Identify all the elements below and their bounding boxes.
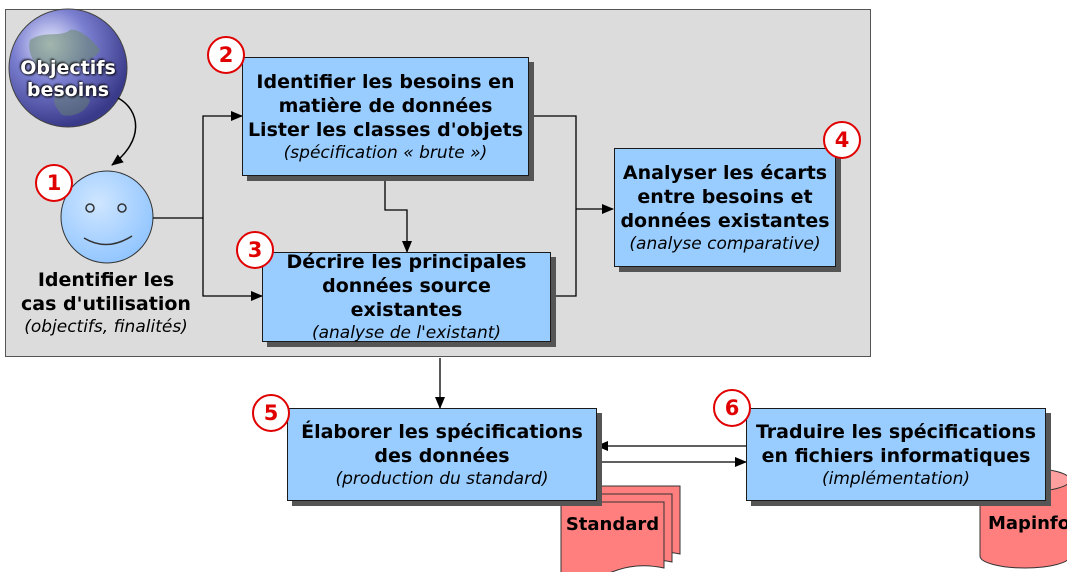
- step6-box: Traduire les spécifications en fichiers …: [746, 408, 1046, 501]
- step4-title-line2: entre besoins et: [637, 185, 813, 208]
- step4-box: Analyser les écarts entre besoins et don…: [614, 148, 836, 267]
- step6-title-line2: en fichiers informatiques: [761, 444, 1031, 467]
- step4-number-badge: 4: [823, 121, 861, 159]
- step1-number-badge: 1: [35, 164, 73, 202]
- step3-title-line2: données source existantes: [322, 275, 491, 321]
- step3-box: Décrire les principales données source e…: [262, 251, 551, 343]
- step6-number-badge: 6: [713, 389, 751, 427]
- step1-subtitle: (objectifs, finalités): [24, 317, 188, 337]
- step6-subtitle: (implémentation): [822, 468, 970, 489]
- step4-title-line3: données existantes: [620, 209, 830, 232]
- globe-label: Objectifs besoins: [14, 57, 122, 101]
- step1-title-line1: Identifier les: [37, 269, 175, 291]
- user-smiley-icon: [60, 170, 154, 264]
- globe-label-line2: besoins: [26, 79, 110, 101]
- step2-number-badge: 2: [207, 36, 245, 74]
- standard-label: Standard: [565, 514, 660, 535]
- step3-title-line1: Décrire les principales: [286, 251, 527, 273]
- step5-title-line2: des données: [374, 444, 510, 467]
- step3-number-badge: 3: [236, 231, 274, 269]
- step5-title-line1: Élaborer les spécifications: [301, 420, 583, 443]
- step2-title-line2: matière de données: [278, 94, 493, 117]
- step2-title-line1: Identifier les besoins en: [256, 70, 515, 93]
- step3-subtitle: (analyse de l'existant): [311, 323, 502, 343]
- step4-title-line1: Analyser les écarts: [622, 161, 828, 184]
- step2-box: Identifier les besoins en matière de don…: [242, 57, 529, 176]
- step1-title-line2: cas d'utilisation: [21, 293, 191, 315]
- step4-subtitle: (analyse comparative): [629, 233, 821, 254]
- globe-icon: [8, 8, 128, 128]
- standard-document-icon: [560, 485, 681, 572]
- step5-box: Élaborer les spécifications des données …: [287, 408, 597, 501]
- mapinfo-label: Mapinfo: [988, 513, 1067, 534]
- step2-subtitle: (spécification « brute »): [283, 142, 488, 163]
- step2-title-line3: Lister les classes d'objets: [247, 118, 524, 141]
- step6-title-line1: Traduire les spécifications: [755, 420, 1037, 443]
- step5-subtitle: (production du standard): [335, 468, 549, 489]
- step5-number-badge: 5: [252, 394, 290, 432]
- step1-caption: Identifier les cas d'utilisation (object…: [6, 268, 206, 338]
- globe-label-line1: Objectifs: [20, 57, 116, 79]
- globe-to-user-arrow: [111, 97, 137, 166]
